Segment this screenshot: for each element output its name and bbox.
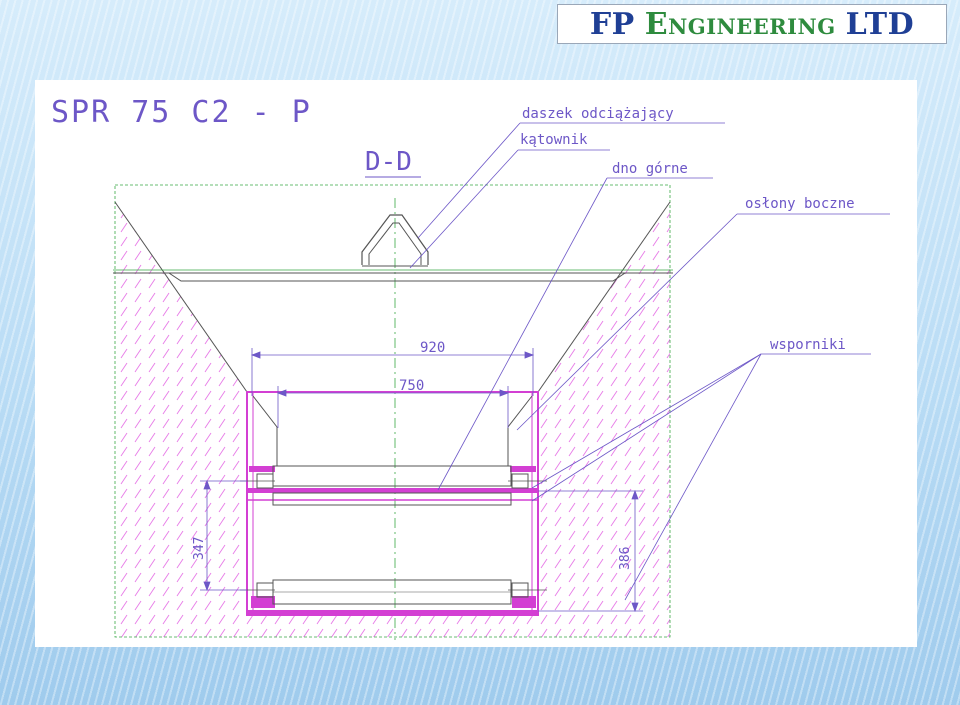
upper-right-bracket xyxy=(510,466,536,472)
logo-fp: FP xyxy=(589,6,635,42)
dim-386: 386 xyxy=(618,547,633,570)
callout-wsporniki: wsporniki xyxy=(770,337,846,353)
dim-347: 347 xyxy=(192,537,207,560)
callout-katownik: kątownik xyxy=(520,132,588,148)
callout-katownik-leader xyxy=(409,149,519,269)
dimension-lines xyxy=(200,348,643,613)
callout-daszek: daszek odciążający xyxy=(522,106,674,122)
logo-ltd: LTD xyxy=(845,6,915,42)
concrete-hatch-area xyxy=(115,185,670,637)
company-logo: FP Engineering LTD xyxy=(557,4,947,44)
logo-engineering: Engineering xyxy=(644,6,836,42)
callout-dno: dno górne xyxy=(612,161,688,177)
callout-wsporniki-leader-3 xyxy=(624,353,762,601)
lower-bottom-plate xyxy=(248,610,537,614)
dim-920: 920 xyxy=(420,340,445,356)
relief-roof xyxy=(361,214,429,265)
callout-wsporniki-leader-2 xyxy=(531,353,762,502)
section-label: D-D xyxy=(365,147,412,177)
cover-plate xyxy=(167,272,627,282)
funnel-left-wall xyxy=(114,201,248,393)
dim-750: 750 xyxy=(399,378,424,394)
lower-left-bracket xyxy=(251,596,275,608)
technical-drawing: 920 750 347 386 SPR 75 C2 - P D-D daszek… xyxy=(51,95,890,640)
concrete-outline xyxy=(114,184,671,638)
right-side-guard xyxy=(507,395,533,466)
frame-outer xyxy=(246,391,539,616)
upper-roller-underside xyxy=(272,492,512,506)
upper-bottom-plate xyxy=(248,488,537,493)
callout-wsporniki-leader-1 xyxy=(531,353,762,489)
upper-left-bracket xyxy=(249,466,275,472)
funnel-right-wall xyxy=(537,201,671,393)
callout-oslony-leader xyxy=(516,213,738,431)
upper-roller xyxy=(272,465,512,487)
drawing-sheet: 920 750 347 386 SPR 75 C2 - P D-D daszek… xyxy=(35,80,917,647)
callout-dno-leader xyxy=(437,177,608,491)
callout-oslony: osłony boczne xyxy=(745,196,855,212)
callout-daszek-leader xyxy=(417,122,521,239)
lower-right-bracket xyxy=(512,596,536,608)
drawing-title: SPR 75 C2 - P xyxy=(51,95,312,130)
left-side-guard xyxy=(252,395,278,466)
